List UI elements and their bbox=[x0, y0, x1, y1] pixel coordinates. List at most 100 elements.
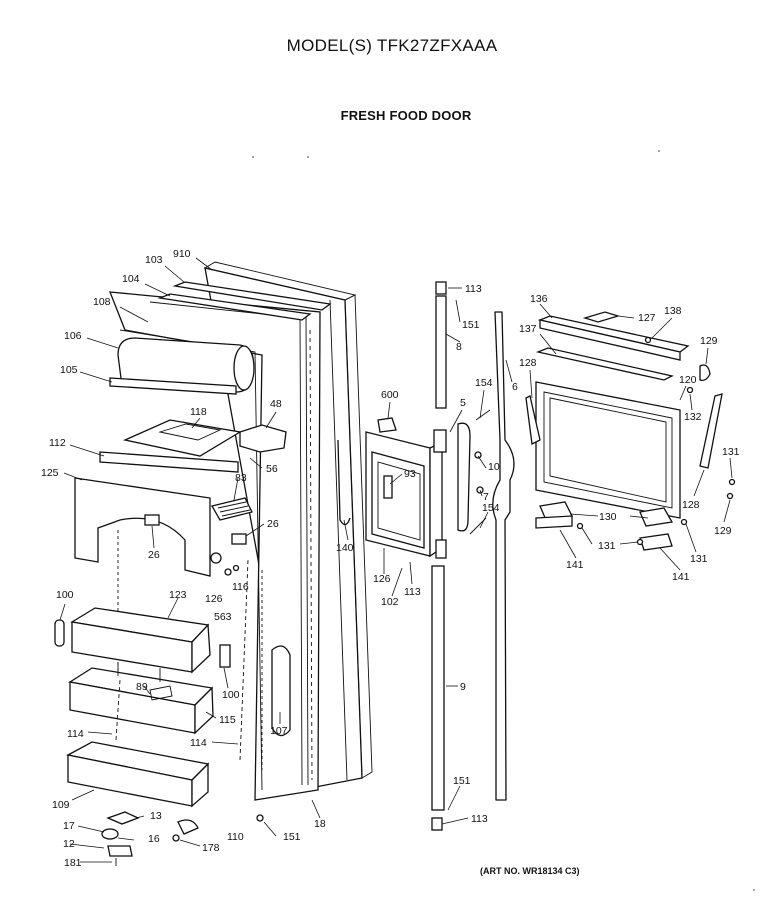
callout: 138 bbox=[664, 305, 682, 317]
callout: 100 bbox=[222, 689, 240, 701]
callout: 129 bbox=[714, 525, 732, 537]
trim-strip-9 bbox=[431, 565, 445, 831]
callout: 16 bbox=[148, 833, 160, 845]
callout: 154 bbox=[475, 377, 493, 389]
callout: 136 bbox=[530, 293, 548, 305]
clip-127 bbox=[582, 311, 621, 323]
callout: 116 bbox=[232, 581, 249, 593]
rail-112 bbox=[99, 451, 239, 473]
callout: 103 bbox=[145, 254, 163, 266]
callout: 600 bbox=[381, 389, 399, 401]
callout: 110 bbox=[227, 831, 244, 843]
shelf-118 bbox=[122, 419, 242, 457]
bracket-48 bbox=[239, 424, 287, 453]
callout: 93 bbox=[404, 468, 416, 480]
callout: 132 bbox=[684, 411, 702, 423]
callout: 56 bbox=[266, 463, 278, 475]
shelf-bin-115 bbox=[68, 662, 214, 735]
callout: 128 bbox=[682, 499, 700, 511]
hinge-128-left bbox=[525, 395, 541, 445]
callout: 100 bbox=[56, 589, 74, 601]
callout: 104 bbox=[122, 273, 140, 285]
callout: 8 bbox=[456, 341, 462, 353]
handle-parts bbox=[433, 409, 491, 559]
callout: 115 bbox=[219, 714, 236, 726]
callout: 113 bbox=[404, 586, 421, 598]
callout: 106 bbox=[64, 330, 82, 342]
callout: 131 bbox=[690, 553, 708, 565]
strip-137 bbox=[535, 347, 674, 381]
screw-138 bbox=[644, 336, 652, 344]
shelf-bin-109 bbox=[66, 741, 210, 808]
callout: 107 bbox=[270, 725, 288, 737]
callout: 89 bbox=[136, 681, 148, 693]
cover-136 bbox=[537, 315, 690, 361]
model-title: MODEL(S) TFK27ZFXAAA bbox=[286, 36, 498, 55]
callout: 126 bbox=[373, 573, 391, 585]
callout: 26 bbox=[267, 518, 279, 530]
leader-lines bbox=[59, 257, 733, 863]
callout: 130 bbox=[599, 511, 617, 523]
callout: 151 bbox=[462, 319, 480, 331]
callout: 9 bbox=[460, 681, 466, 693]
callout: 128 bbox=[519, 357, 537, 369]
strip-107 bbox=[271, 645, 291, 737]
callout: 141 bbox=[672, 571, 690, 583]
callout: 129 bbox=[700, 335, 718, 347]
callout: 17 bbox=[63, 820, 75, 832]
callout: 114 bbox=[190, 737, 207, 749]
callout: 910 bbox=[173, 248, 191, 260]
trim-strip-8 bbox=[435, 281, 447, 409]
callout: 140 bbox=[336, 542, 354, 554]
callout: 18 bbox=[314, 818, 326, 830]
callout: 126 bbox=[205, 593, 223, 605]
section-title: FRESH FOOD DOOR bbox=[340, 108, 472, 123]
callout: 123 bbox=[169, 589, 187, 601]
callout: 109 bbox=[52, 799, 70, 811]
callout: 7 bbox=[483, 491, 489, 503]
vent-83 bbox=[211, 497, 253, 521]
callout: 151 bbox=[453, 775, 471, 787]
callout: 108 bbox=[93, 296, 111, 308]
callout: 5 bbox=[460, 397, 466, 409]
callout: 137 bbox=[519, 323, 537, 335]
callout: 114 bbox=[67, 728, 84, 740]
scan-specks bbox=[252, 150, 755, 891]
callout: 48 bbox=[270, 398, 282, 410]
art-number: (ART NO. WR18134 C3) bbox=[480, 866, 580, 876]
brackets-130-141 bbox=[535, 478, 736, 551]
callout: 118 bbox=[190, 406, 207, 418]
callout: 120 bbox=[679, 374, 697, 386]
small-parts-mid bbox=[54, 514, 247, 668]
door-liner bbox=[109, 291, 321, 801]
callout: 102 bbox=[381, 596, 399, 608]
callout-labels: 910 103 104 108 106 105 118 48 112 56 12… bbox=[41, 248, 740, 869]
callout: 113 bbox=[465, 283, 482, 295]
callout: 10 bbox=[488, 461, 500, 473]
hinge-128-right bbox=[686, 364, 723, 469]
callout: 178 bbox=[202, 842, 220, 854]
callout: 125 bbox=[41, 467, 59, 479]
callout: 181 bbox=[64, 857, 82, 869]
callout: 563 bbox=[214, 611, 232, 623]
hinge-parts-bottom bbox=[101, 811, 264, 866]
dairy-door-106 bbox=[109, 337, 255, 395]
callout: 26 bbox=[148, 549, 160, 561]
callout: 112 bbox=[49, 437, 66, 449]
callout: 131 bbox=[722, 446, 740, 458]
callout: 105 bbox=[60, 364, 78, 376]
callout: 83 bbox=[235, 472, 247, 484]
callout: 113 bbox=[471, 813, 488, 825]
callout: 131 bbox=[598, 540, 616, 552]
callout: 13 bbox=[150, 810, 162, 822]
panel-125 bbox=[74, 477, 211, 577]
gasket-strip-910 bbox=[157, 281, 332, 321]
callout: 127 bbox=[638, 312, 656, 324]
callout: 151 bbox=[283, 831, 301, 843]
callout: 154 bbox=[482, 502, 500, 514]
callout: 141 bbox=[566, 559, 584, 571]
callout: 6 bbox=[512, 381, 518, 393]
dispenser-housing-93 bbox=[365, 417, 443, 558]
